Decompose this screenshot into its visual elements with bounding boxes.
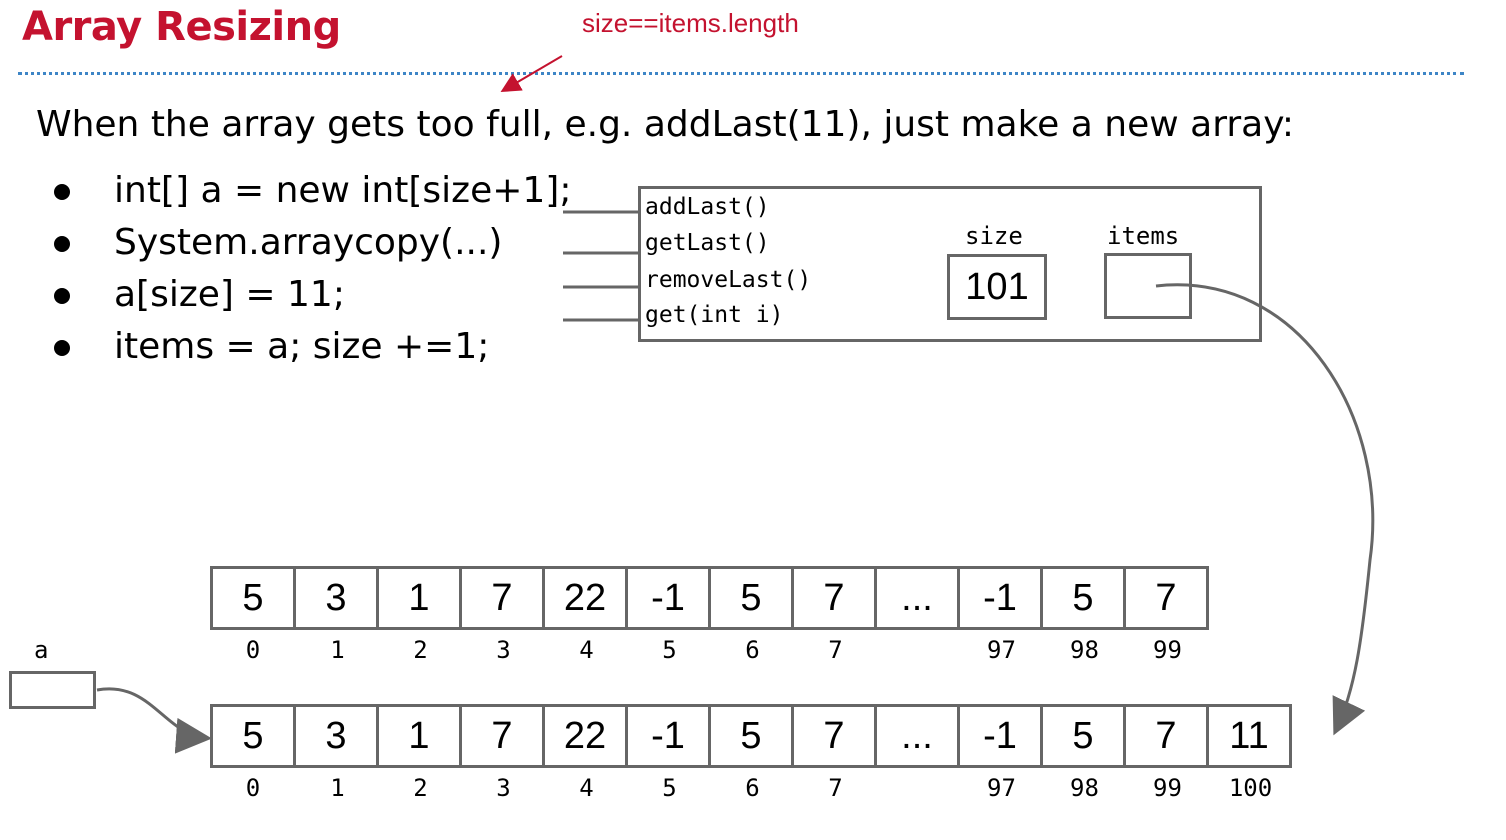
var-a-label: a bbox=[34, 636, 49, 664]
array-index-label: 2 bbox=[413, 636, 428, 664]
intro-text: When the array gets too full, e.g. addLa… bbox=[36, 104, 1295, 145]
array-index-label: 3 bbox=[496, 636, 511, 664]
array-index-label: 0 bbox=[245, 774, 261, 802]
array-index-label: 5 bbox=[662, 774, 677, 802]
array-cell: 11 bbox=[1206, 704, 1292, 768]
step-text: a[size] = 11; bbox=[114, 274, 345, 315]
array-index-label: 100 bbox=[1228, 774, 1273, 802]
method-addlast: addLast() bbox=[645, 194, 770, 220]
bullet-icon bbox=[54, 288, 70, 304]
size-field-label: size bbox=[965, 222, 1023, 250]
array-index-label: 5 bbox=[662, 636, 677, 664]
step-item: a[size] = 11; bbox=[50, 269, 571, 321]
array-cell: -1 bbox=[625, 704, 711, 768]
size-equals-length-note: size==items.length bbox=[582, 8, 799, 38]
array-cell: 7 bbox=[1123, 566, 1209, 630]
step-item: int[] a = new int[size+1]; bbox=[50, 165, 571, 217]
step-text: int[] a = new int[size+1]; bbox=[114, 170, 572, 211]
array-index-label: 2 bbox=[413, 774, 428, 802]
array-index-label: 6 bbox=[745, 774, 760, 802]
array-index-label: 6 bbox=[745, 636, 760, 664]
alist-object-box bbox=[638, 186, 1262, 342]
array-index-label: 3 bbox=[496, 774, 511, 802]
array-index-label: 7 bbox=[828, 774, 843, 802]
array-index-label: 0 bbox=[245, 636, 261, 664]
size-field-box: 101 bbox=[947, 254, 1047, 320]
array-index-label: 97 bbox=[987, 636, 1016, 664]
method-get: get(int i) bbox=[645, 302, 784, 328]
title-divider bbox=[18, 72, 1464, 75]
bullet-icon bbox=[54, 340, 70, 356]
array-index-label: 7 bbox=[828, 636, 843, 664]
array-index-label: 4 bbox=[579, 774, 594, 802]
items-field-label: items bbox=[1107, 222, 1180, 250]
array-index-label: 4 bbox=[579, 636, 594, 664]
step-item: items = a; size +=1; bbox=[50, 321, 571, 373]
array-index-label: 99 bbox=[1153, 636, 1182, 664]
steps-list: int[] a = new int[size+1]; System.arrayc… bbox=[50, 165, 571, 373]
array-index-label: 97 bbox=[987, 774, 1016, 802]
var-a-box bbox=[9, 671, 96, 709]
method-removelast: removeLast() bbox=[645, 267, 812, 293]
array-index-label: 98 bbox=[1070, 774, 1099, 802]
note-arrow bbox=[500, 55, 563, 93]
old-array-indices: 0 1 2 3 4 5 6 7 97 98 99 bbox=[210, 636, 1209, 664]
array-index-label: 1 bbox=[330, 636, 345, 664]
new-array-indices: 0 1 2 3 4 5 6 7 97 98 99 100 bbox=[210, 774, 1292, 802]
step-item: System.arraycopy(...) bbox=[50, 217, 571, 269]
array-index-label: 1 bbox=[330, 774, 345, 802]
a-pointer-arrow bbox=[96, 687, 212, 754]
bullet-icon bbox=[54, 184, 70, 200]
array-index-label: 99 bbox=[1153, 774, 1182, 802]
bullet-icon bbox=[54, 236, 70, 252]
step-text: items = a; size +=1; bbox=[114, 326, 490, 367]
step-text: System.arraycopy(...) bbox=[114, 222, 503, 263]
array-cell: 22 bbox=[542, 566, 628, 630]
array-index-label: 98 bbox=[1070, 636, 1099, 664]
items-pointer-arrow bbox=[1155, 283, 1375, 736]
method-getlast: getLast() bbox=[645, 230, 770, 256]
slide-title: Array Resizing bbox=[22, 4, 341, 50]
